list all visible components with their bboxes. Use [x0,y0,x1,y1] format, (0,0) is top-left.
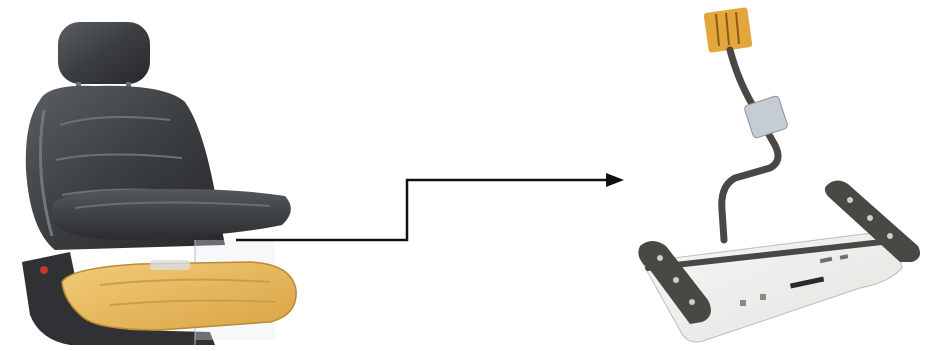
seat-cushion [52,188,291,240]
film-markings [740,254,849,306]
connector-tab [703,7,753,53]
seat-pan-foam [61,261,297,331]
headrest [58,22,150,96]
sensor-mat-image [638,7,920,343]
arrowhead-icon [606,173,624,187]
cable-housing [744,95,788,139]
car-seat-image [22,22,297,345]
connector-arrow [236,173,624,242]
flex-cable [718,46,782,244]
